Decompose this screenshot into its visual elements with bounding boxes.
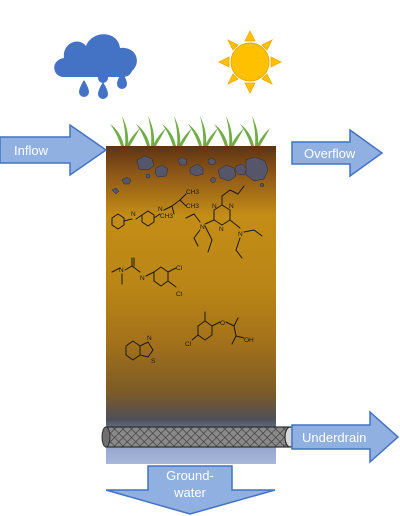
overflow-label: Overflow [304,146,356,161]
groundwater-label-line1: Ground- [166,468,214,483]
svg-text:N: N [200,224,205,231]
groundwater-arrow: Ground- water [105,465,276,515]
groundwater-label-line2: water [173,485,206,500]
svg-text:S: S [151,358,156,365]
debris-particles [111,155,269,195]
svg-text:Cl: Cl [185,341,192,348]
svg-text:N: N [238,231,243,238]
svg-text:N: N [158,206,163,213]
svg-text:N: N [212,203,217,210]
svg-text:N: N [219,226,224,233]
molecule-5: O OH Cl [185,311,254,348]
rain-cloud-icon [54,34,137,99]
svg-text:CH3: CH3 [186,189,199,196]
svg-text:N: N [147,335,152,342]
underdrain-arrow: Underdrain [291,410,400,464]
svg-text:N: N [229,203,234,210]
overflow-arrow: Overflow [291,128,384,178]
molecule-1: N N CH3 CH3 CH3 [111,189,199,230]
svg-text:N: N [131,211,136,218]
sun-icon [218,30,282,94]
molecule-3: N N Cl Cl [111,257,183,298]
molecule-2: N N N N N [185,185,263,259]
svg-text:OH: OH [244,337,254,344]
soil-column [106,146,276,464]
svg-text:N: N [119,267,124,274]
molecule-4: N S [125,335,156,365]
inflow-arrow: Inflow [0,123,108,177]
svg-text:Cl: Cl [176,265,183,272]
svg-text:CH3: CH3 [160,213,173,220]
pipe-icon [101,426,296,448]
svg-text:O: O [220,320,225,327]
svg-text:Cl: Cl [176,291,183,298]
inflow-label: Inflow [14,143,49,158]
svg-text:CH3: CH3 [186,203,199,210]
grass-icon [110,116,270,146]
svg-text:N: N [140,275,145,282]
underdrain-label: Underdrain [302,430,366,445]
